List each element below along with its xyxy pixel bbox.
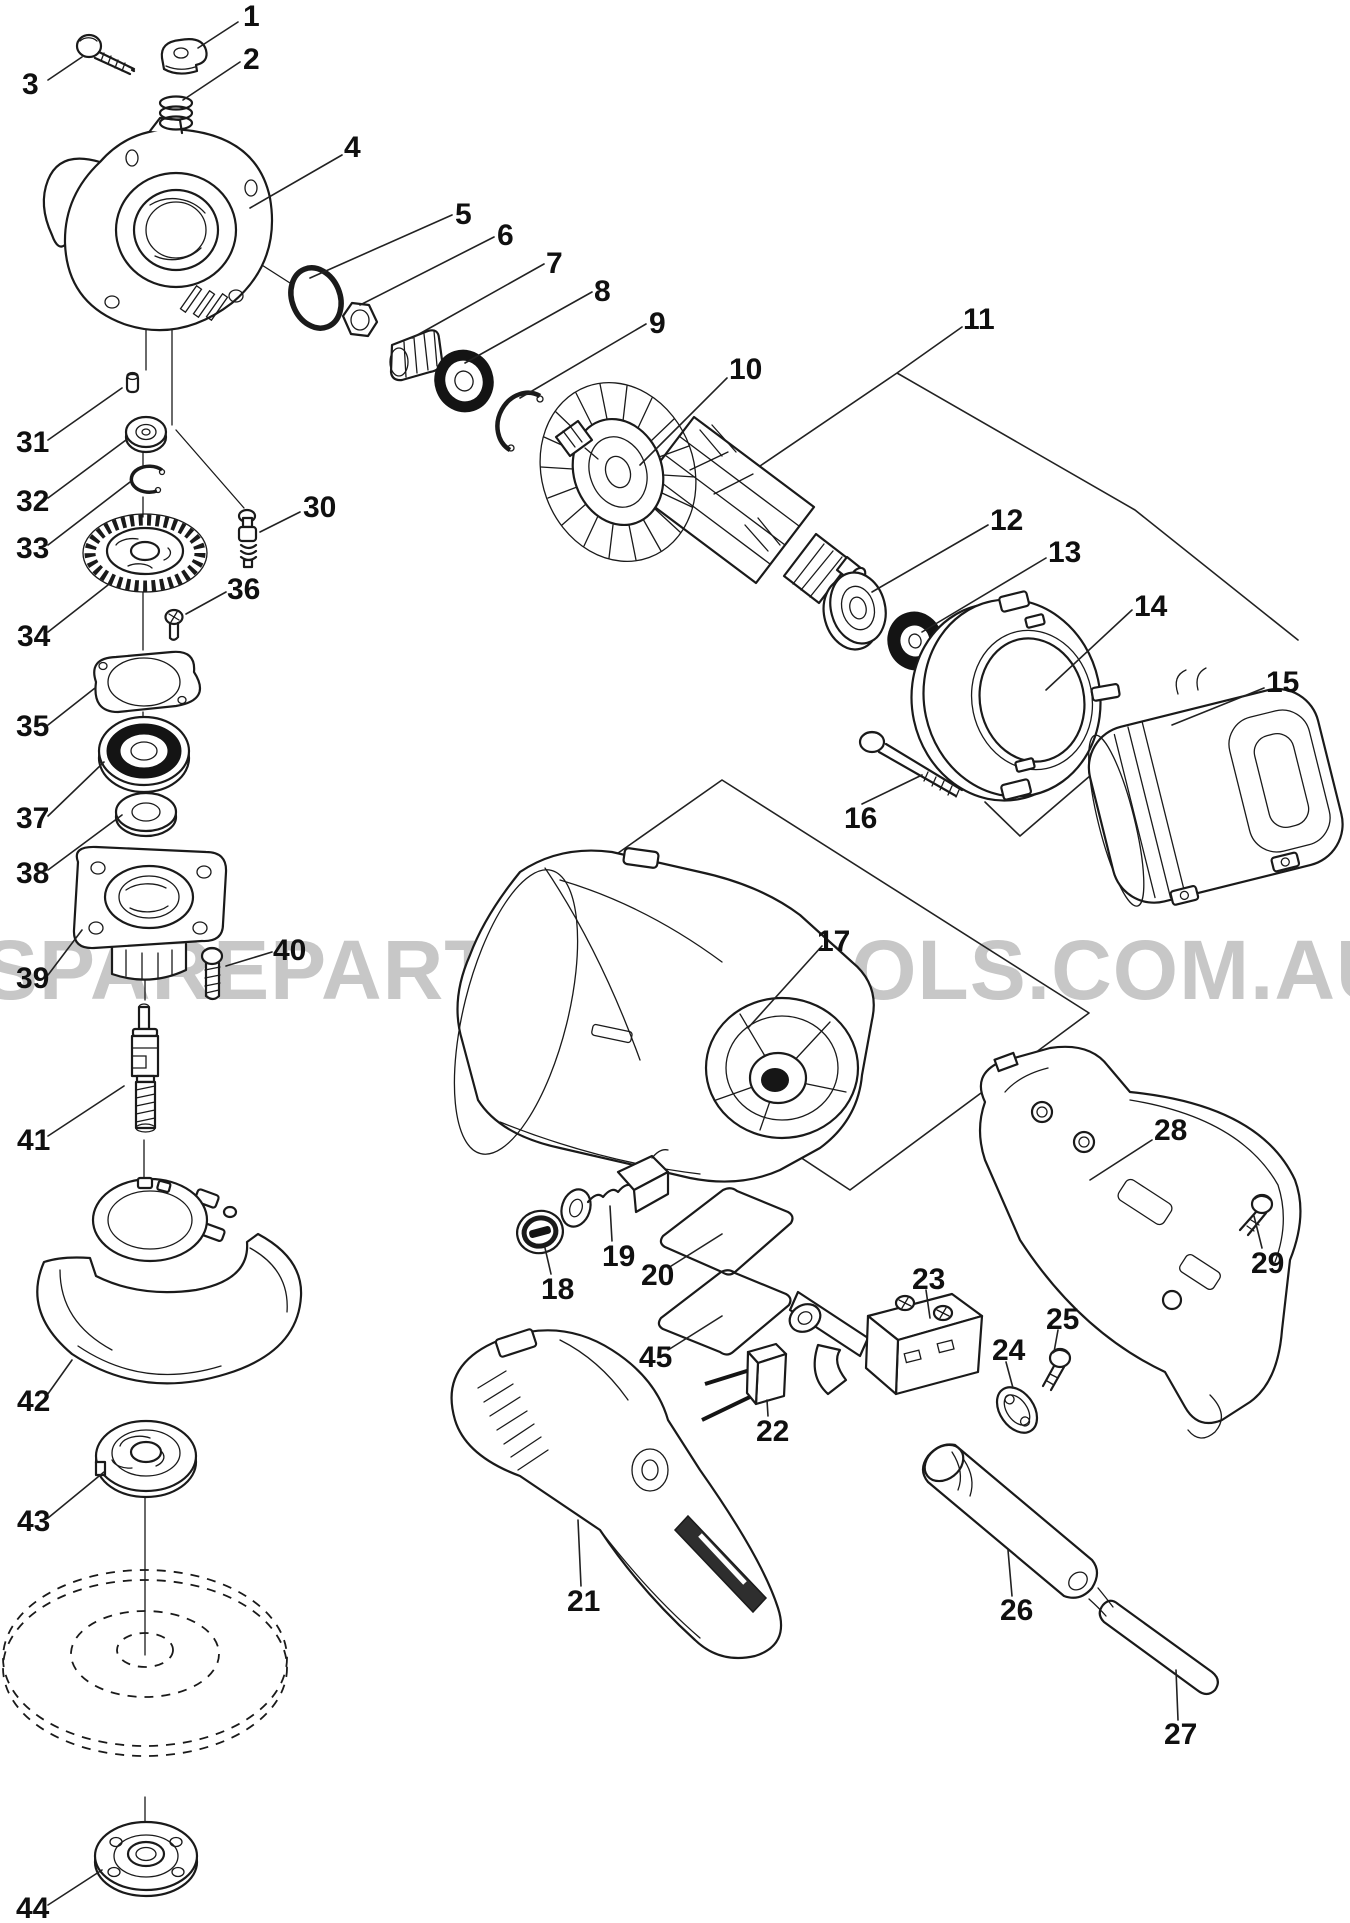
group-bracket-14 bbox=[984, 762, 1106, 837]
part-29-screw bbox=[1238, 1193, 1274, 1237]
callout-14: 14 bbox=[1134, 590, 1168, 623]
callout-37: 37 bbox=[16, 802, 50, 835]
part-7-pinion-gear bbox=[389, 329, 444, 382]
callout-20: 20 bbox=[641, 1259, 675, 1292]
callout-22: 22 bbox=[756, 1415, 790, 1448]
part-16-long-screw bbox=[858, 730, 964, 798]
part-32-ball-bearing bbox=[124, 415, 168, 454]
callout-25: 25 bbox=[1046, 1303, 1080, 1336]
part-24-lever bbox=[995, 1386, 1039, 1434]
part-1-cap bbox=[160, 38, 208, 75]
callout-30: 30 bbox=[303, 491, 337, 524]
group-bracket-11 bbox=[759, 326, 1299, 641]
part-3-screw bbox=[75, 33, 136, 76]
callout-21: 21 bbox=[567, 1585, 601, 1618]
part-30-shoulder-pin bbox=[237, 508, 258, 569]
callout-8: 8 bbox=[594, 275, 611, 308]
callout-32: 32 bbox=[16, 485, 50, 518]
part-27-power-cord bbox=[1088, 1587, 1219, 1696]
callout-17: 17 bbox=[817, 925, 851, 958]
callout-29: 29 bbox=[1251, 1247, 1285, 1280]
callout-11: 11 bbox=[963, 303, 995, 336]
callout-10: 10 bbox=[729, 353, 763, 386]
callout-7: 7 bbox=[546, 247, 563, 280]
part-38-washer bbox=[114, 791, 178, 838]
callout-34: 34 bbox=[17, 620, 51, 653]
callout-38: 38 bbox=[16, 857, 50, 890]
part-10-armature bbox=[539, 381, 867, 605]
part-40-screw bbox=[200, 946, 224, 1001]
grinding-wheel-dashed bbox=[2, 1569, 288, 1757]
callout-28: 28 bbox=[1154, 1114, 1188, 1147]
callout-5: 5 bbox=[455, 198, 472, 231]
callout-43: 43 bbox=[17, 1505, 51, 1538]
callout-39: 39 bbox=[16, 962, 50, 995]
callout-26: 26 bbox=[1000, 1594, 1034, 1627]
callout-12: 12 bbox=[990, 504, 1024, 537]
part-41-spindle bbox=[130, 1003, 160, 1133]
part-39-bearing-box bbox=[72, 845, 228, 981]
callout-16: 16 bbox=[844, 802, 878, 835]
callout-9: 9 bbox=[649, 307, 666, 340]
part-28-handle-cover bbox=[978, 1045, 1302, 1439]
armature-fan bbox=[539, 381, 697, 563]
callout-15: 15 bbox=[1266, 666, 1300, 699]
part-14-baffle-plate bbox=[910, 590, 1121, 802]
leader-lines bbox=[44, 21, 1265, 1906]
callout-1: 1 bbox=[243, 0, 260, 33]
part-12-flat-washer bbox=[822, 571, 887, 651]
callout-42: 42 bbox=[17, 1385, 51, 1418]
callout-13: 13 bbox=[1048, 536, 1082, 569]
callout-41: 41 bbox=[17, 1124, 51, 1157]
part-6-nut bbox=[341, 301, 379, 338]
part-31-pin bbox=[125, 371, 140, 394]
part-22-capacitor bbox=[701, 1342, 788, 1422]
part-25-screw bbox=[1041, 1347, 1072, 1392]
part-17-motor-housing bbox=[453, 847, 875, 1183]
part-37-ball-bearing bbox=[97, 715, 191, 794]
callout-31: 31 bbox=[16, 426, 50, 459]
part-23-switch bbox=[788, 1290, 984, 1396]
part-2-spring bbox=[158, 95, 194, 131]
part-8-ball-bearing bbox=[434, 349, 494, 413]
part-34-bevel-gear bbox=[82, 513, 208, 593]
callout-4: 4 bbox=[344, 131, 361, 164]
part-26-cord-guard bbox=[921, 1443, 1099, 1599]
part-5-o-ring bbox=[288, 265, 344, 331]
callout-18: 18 bbox=[541, 1273, 575, 1306]
part-43-inner-flange bbox=[94, 1419, 198, 1499]
part-35-bearing-retainer-plate bbox=[93, 650, 202, 714]
callout-2: 2 bbox=[243, 43, 260, 76]
callout-45: 45 bbox=[639, 1341, 673, 1374]
part-44-lock-nut bbox=[93, 1820, 199, 1898]
part-42-wheel-guard bbox=[36, 1176, 303, 1385]
part-4-gear-housing bbox=[42, 116, 274, 332]
callout-40: 40 bbox=[273, 934, 307, 967]
callout-27: 27 bbox=[1164, 1718, 1198, 1751]
callout-36: 36 bbox=[227, 573, 261, 606]
callout-3: 3 bbox=[22, 68, 39, 101]
part-19-carbon-brush-set bbox=[560, 1149, 670, 1228]
callout-23: 23 bbox=[912, 1263, 946, 1296]
callout-6: 6 bbox=[497, 219, 514, 252]
callout-33: 33 bbox=[16, 532, 50, 565]
part-36-screw bbox=[164, 608, 184, 641]
callout-35: 35 bbox=[16, 710, 50, 743]
part-33-circlip bbox=[129, 464, 166, 494]
callout-44: 44 bbox=[16, 1892, 50, 1923]
part-45-insulation-sheet bbox=[657, 1269, 792, 1356]
part-15-stator bbox=[1087, 667, 1344, 907]
part-21-handle-housing bbox=[450, 1328, 783, 1660]
callout-24: 24 bbox=[992, 1334, 1026, 1367]
callout-19: 19 bbox=[602, 1240, 636, 1273]
